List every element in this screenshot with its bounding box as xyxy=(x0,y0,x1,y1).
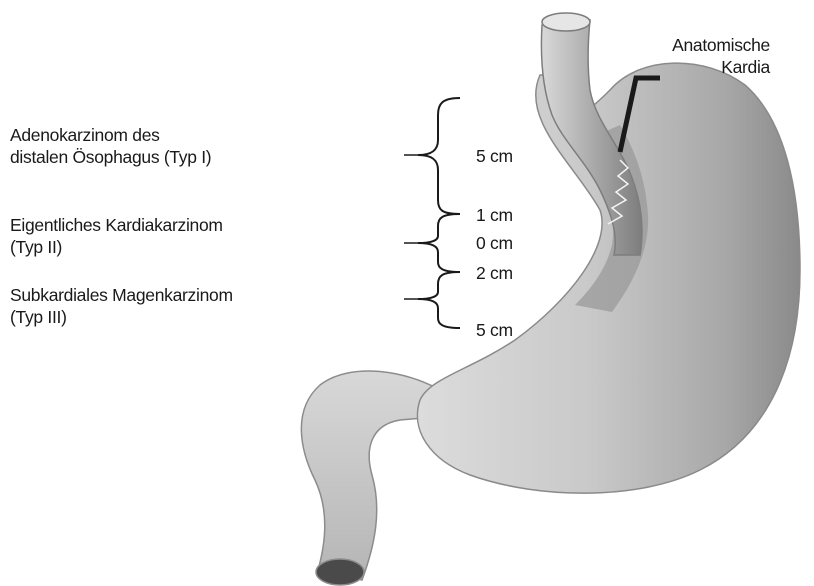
measurement-2cm: 2 cm xyxy=(476,263,513,283)
measurement-1cm: 1 cm xyxy=(476,205,513,225)
type-iii-line1: Subkardiales Magenkarzinom xyxy=(10,284,233,306)
measurement-0cm: 0 cm xyxy=(476,233,513,253)
type-iii-line2: (Typ III) xyxy=(10,306,233,328)
type-ii-brace xyxy=(418,214,460,272)
cardia-label-line2: Kardia xyxy=(648,56,770,78)
type-i-brace xyxy=(418,98,460,214)
type-i-line2: distalen Ösophagus (Typ I) xyxy=(10,146,211,168)
type-iii-label: Subkardiales Magenkarzinom (Typ III) xyxy=(10,284,233,328)
type-ii-line2: (Typ II) xyxy=(10,236,223,258)
cardia-label: Anatomische Kardia xyxy=(648,34,770,78)
measurement-5cm-lower: 5 cm xyxy=(476,320,513,340)
measurement-5cm-upper: 5 cm xyxy=(476,146,513,166)
type-ii-line1: Eigentliches Kardiakarzinom xyxy=(10,214,223,236)
duodenum-opening xyxy=(316,559,364,585)
type-iii-brace xyxy=(418,272,460,328)
esophagus-opening xyxy=(542,13,590,31)
type-ii-label: Eigentliches Kardiakarzinom (Typ II) xyxy=(10,214,223,258)
cardia-label-line1: Anatomische xyxy=(648,34,770,56)
type-i-label: Adenokarzinom des distalen Ösophagus (Ty… xyxy=(10,124,211,168)
label-leader-ticks xyxy=(404,155,418,299)
type-i-line1: Adenokarzinom des xyxy=(10,124,211,146)
